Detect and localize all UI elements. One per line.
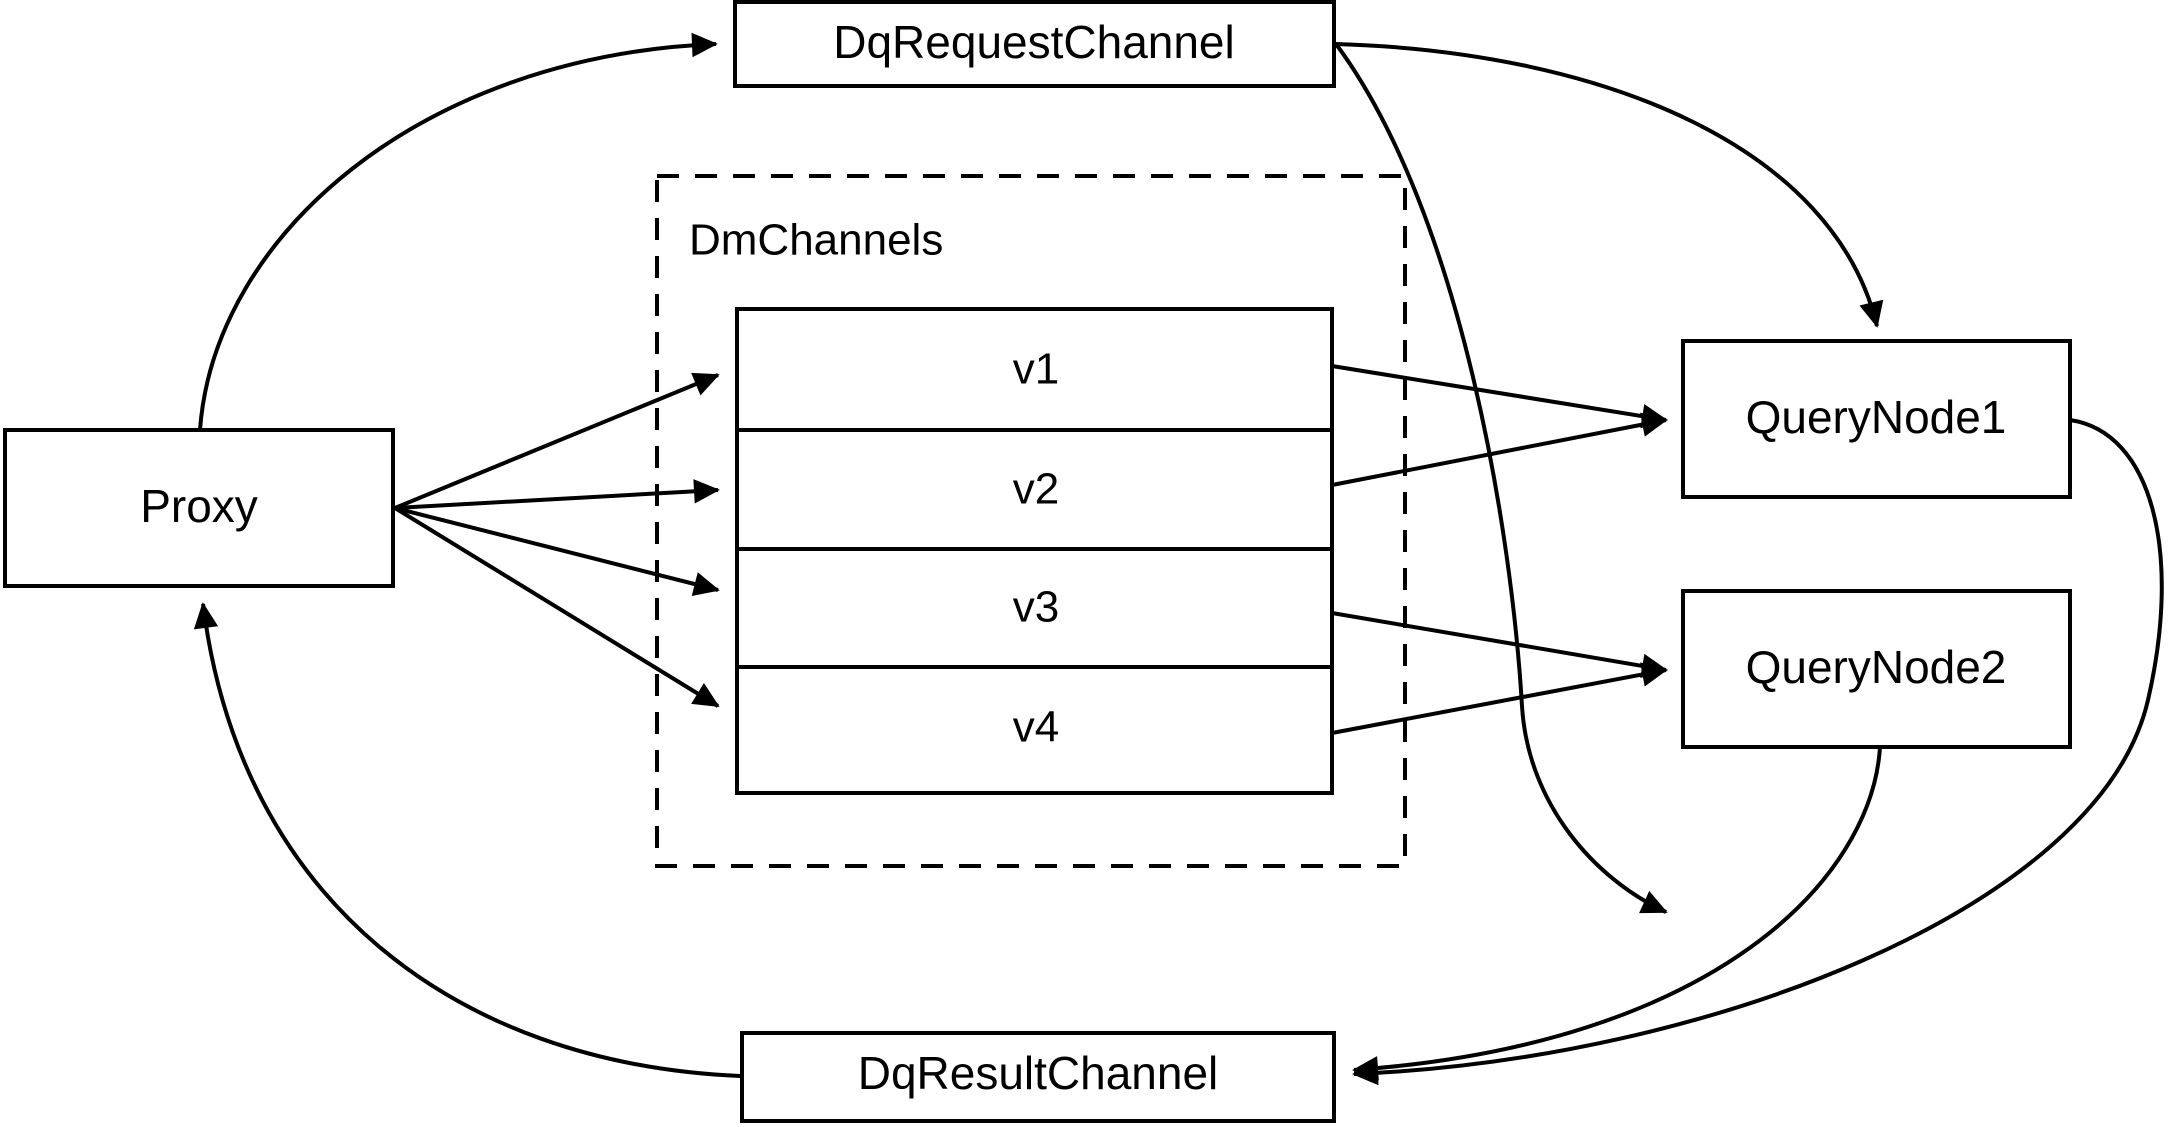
edge-v2-to-querynode1 <box>1331 412 1668 487</box>
node-dqresultchannel-label: DqResultChannel <box>858 1047 1219 1099</box>
node-querynode2-label: QueryNode2 <box>1746 641 2007 693</box>
edge-dqrequestchannel-to-querynode1 <box>1335 42 1884 328</box>
node-querynode1-label: QueryNode1 <box>1746 391 2007 443</box>
node-dqrequestchannel-label: DqRequestChannel <box>833 16 1235 68</box>
node-proxy[interactable] <box>3 428 395 588</box>
node-proxy-label: Proxy <box>140 480 258 532</box>
edge-v4-to-querynode2 <box>1331 662 1668 735</box>
edge-dqrequestchannel-to-querynode2 <box>1334 42 1668 914</box>
edge-v3-to-querynode2 <box>1331 611 1668 679</box>
edge-proxy-to-v2 <box>394 479 720 510</box>
edge-proxy-to-v4 <box>393 506 720 708</box>
node-querynode2[interactable] <box>1681 589 2072 749</box>
edge-proxy-to-v3 <box>394 506 720 596</box>
node-querynode1[interactable] <box>1681 339 2072 499</box>
channel-row-label-v1: v1 <box>1013 345 1059 394</box>
node-dqresultchannel[interactable] <box>740 1031 1336 1123</box>
channel-row-label-v4: v4 <box>1013 703 1059 752</box>
channel-row-label-v2: v2 <box>1013 465 1059 514</box>
edge-querynode2-to-dqresultchannel <box>1352 746 1882 1081</box>
edge-querynode1-to-dqresultchannel <box>1352 418 2164 1086</box>
dmchannels-group-label: DmChannels <box>689 216 943 265</box>
edge-proxy-to-v1 <box>394 372 720 510</box>
edge-dqresultchannel-to-proxy <box>193 602 741 1078</box>
channel-row-label-v3: v3 <box>1013 583 1059 632</box>
node-dqrequestchannel[interactable] <box>733 0 1336 88</box>
edge-proxy-to-dqrequestchannel <box>198 32 718 431</box>
edge-v1-to-querynode1 <box>1331 364 1668 429</box>
